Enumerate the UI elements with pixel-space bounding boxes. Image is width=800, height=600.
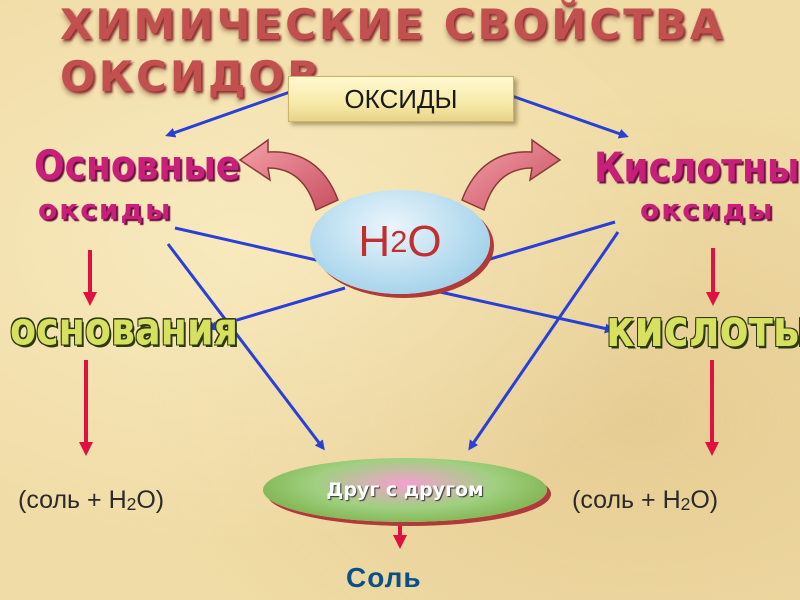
basic-oxides-subheading: оксиды — [38, 193, 173, 226]
slide-title-line1: ХИМИЧЕСКИЕ СВОЙСТВА — [60, 0, 726, 49]
right-result-sub: 2 — [680, 494, 691, 515]
slide-title-line2: ОКСИДОВ — [60, 52, 323, 101]
arrow-water-to-bases — [207, 286, 346, 331]
left-result-prefix: (соль + H — [18, 486, 127, 514]
reaction-node: Друг с другом — [263, 458, 547, 522]
right-result-prefix: (соль + H — [572, 486, 681, 514]
arrow-basic-to-water — [174, 226, 326, 264]
right-result: (соль + H2O) — [572, 486, 718, 515]
arrow-acidic-to-water — [479, 220, 616, 264]
arrow-basic-to-reaction — [166, 243, 325, 451]
acidic-oxides-heading: Кислотные — [594, 144, 800, 192]
arrow-oxides-to-basic — [165, 90, 291, 138]
arrow-oxides-to-acidic — [511, 94, 629, 139]
curved-arrow-right — [461, 138, 562, 212]
acidic-oxides-subheading: оксиды — [640, 193, 775, 226]
bases-label: основания — [10, 302, 238, 356]
acids-label: кислоты — [606, 299, 800, 358]
water-h: H — [358, 217, 391, 266]
water-o: O — [407, 217, 442, 266]
water-sub: 2 — [390, 224, 408, 259]
arrow-water-to-acids — [439, 290, 615, 334]
left-result-suffix: O) — [136, 486, 165, 514]
left-result-sub: 2 — [126, 494, 137, 515]
basic-oxides-heading: Основные — [34, 142, 241, 190]
curved-arrow-left — [238, 138, 339, 212]
right-result-suffix: O) — [690, 486, 719, 514]
left-result: (соль + H2O) — [18, 486, 164, 515]
arrow-acidic-to-reaction — [468, 231, 620, 451]
oxides-box: ОКСИДЫ — [288, 76, 514, 122]
final-salt-label: Соль — [346, 562, 422, 593]
